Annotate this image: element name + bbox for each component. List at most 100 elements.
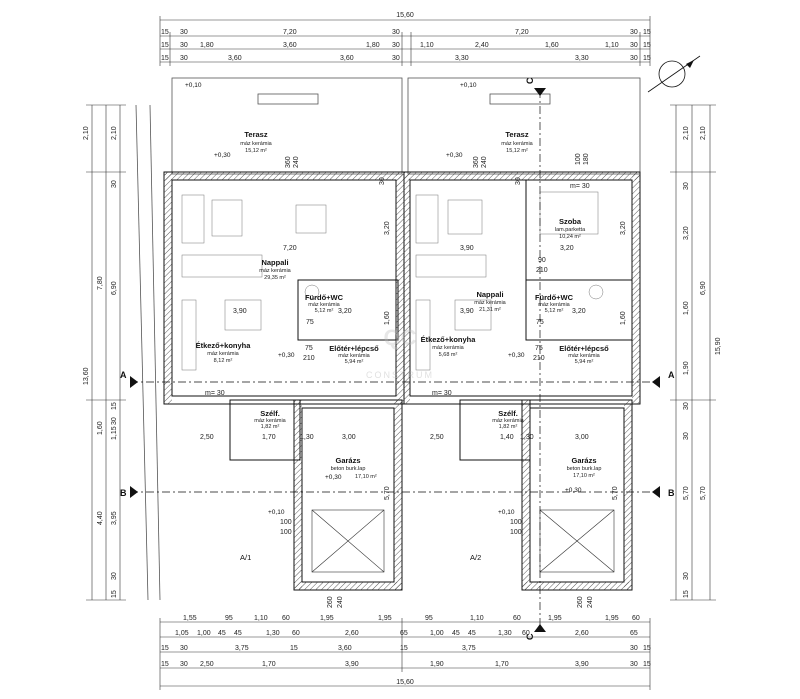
dim: 3,20 <box>620 221 627 235</box>
room-material: máz kerámia <box>492 418 524 424</box>
dim: 45 <box>452 630 460 637</box>
watermark-text: CONSTRUM <box>366 370 434 380</box>
room-name: Garázs <box>571 456 596 465</box>
dim: 30 <box>111 417 118 425</box>
dim: 2,10 <box>111 126 118 140</box>
dim: 15 <box>643 55 651 62</box>
dim: 360 <box>285 156 292 168</box>
room-eloter-left: Előtér+lépcső máz kerámia 5,94 m² <box>329 344 379 365</box>
dim: 15 <box>161 29 169 36</box>
section-c-top: C <box>525 77 535 84</box>
room-material: lam.parketta <box>555 227 586 233</box>
bottom-row4-dims: 15 30 2,50 1,70 3,90 1,90 1,70 3,90 30 1… <box>161 661 651 668</box>
dim: 5,70 <box>683 486 690 500</box>
dim: 30 <box>683 432 690 440</box>
dim: 1,30 <box>520 434 534 441</box>
dim: 30 <box>683 182 690 190</box>
dim: 240 <box>337 596 344 608</box>
dim: 30 <box>515 177 522 185</box>
dim: 6,90 <box>700 281 707 295</box>
dim: 240 <box>293 156 300 168</box>
room-name: Nappali <box>261 258 288 267</box>
dim: 2,10 <box>83 126 90 140</box>
room-name: Étkező+konyha <box>196 341 252 350</box>
dim: 3,60 <box>340 55 354 62</box>
room-area: 15,12 m² <box>245 148 267 154</box>
dim: 3,30 <box>455 55 469 62</box>
dim: 30 <box>392 55 400 62</box>
room-area: 5,94 m² <box>345 359 364 365</box>
room-area: 5,12 m² <box>315 308 334 314</box>
dim: 3,90 <box>345 661 359 668</box>
room-etkezo-right: Étkező+konyha máz kerámia 5,68 m² <box>421 335 477 358</box>
dim: 2,10 <box>700 126 707 140</box>
room-nappali-left: Nappali máz kerámia 29,35 m² <box>259 258 291 281</box>
dim: 260 <box>577 596 584 608</box>
dim: 60 <box>632 615 640 622</box>
room-area: 5,68 m² <box>439 352 458 358</box>
dim: 15 <box>643 661 651 668</box>
dim: 3,20 <box>560 245 574 252</box>
dim: 2,50 <box>200 661 214 668</box>
dim: 100 <box>280 519 292 526</box>
dim: 210 <box>303 355 315 362</box>
room-garazs-left: Garázs beton burk.lap 17,10 m² <box>331 456 377 480</box>
room-material: máz kerámia <box>538 302 570 308</box>
dim: 15 <box>643 42 651 49</box>
room-material: máz kerámia <box>240 141 272 147</box>
room-name: Fürdő+WC <box>535 293 574 302</box>
dim: 1,10 <box>254 615 268 622</box>
room-area: 5,12 m² <box>545 308 564 314</box>
dim: m= 30 <box>570 183 590 190</box>
room-name: Szélf. <box>260 409 280 418</box>
dim: 2,60 <box>575 630 589 637</box>
dim: 7,20 <box>283 245 297 252</box>
room-material: máz kerámia <box>501 141 533 147</box>
dim: 15 <box>643 645 651 652</box>
dim: 1,60 <box>545 42 559 49</box>
dim: 5,70 <box>384 486 391 500</box>
level-marker: +0,30 <box>278 352 295 359</box>
dim: 1,00 <box>197 630 211 637</box>
top-row3-dims: 15 30 1,80 3,60 1,80 30 1,10 2,40 1,60 1… <box>161 42 651 49</box>
room-name: Nappali <box>476 290 503 299</box>
dim: 15 <box>643 29 651 36</box>
section-a-left: A <box>120 370 127 380</box>
dim: 1,90 <box>430 661 444 668</box>
dim: 2,50 <box>430 434 444 441</box>
dim: 1,70 <box>262 434 276 441</box>
room-furdo-left: Fürdő+WC máz kerámia 5,12 m² <box>305 293 344 314</box>
dim: 15 <box>683 590 690 598</box>
room-name: Garázs <box>335 456 360 465</box>
dim: 15 <box>161 42 169 49</box>
dim: 15 <box>161 645 169 652</box>
dim: 1,80 <box>200 42 214 49</box>
dim: 7,80 <box>97 276 104 290</box>
dim: 30 <box>683 572 690 580</box>
dim: 3,90 <box>233 308 247 315</box>
dim: 3,90 <box>460 308 474 315</box>
dim: 3,95 <box>111 511 118 525</box>
dim: 65 <box>400 630 408 637</box>
dim: 1,70 <box>262 661 276 668</box>
room-area: 10,24 m² <box>559 234 581 240</box>
dim: 90 <box>538 257 546 264</box>
room-material: máz kerámia <box>338 353 370 359</box>
room-area: 5,94 m² <box>575 359 594 365</box>
dim: m= 30 <box>205 390 225 397</box>
furniture <box>181 191 604 371</box>
dim: 15,90 <box>715 337 722 355</box>
dim: 45 <box>234 630 242 637</box>
dim: 60 <box>282 615 290 622</box>
bottom-row1-dims: 1,55 95 1,10 60 1,95 1,95 95 1,10 60 1,9… <box>183 615 640 622</box>
room-area: 17,10 m² <box>573 473 595 479</box>
dim: 1,10 <box>605 42 619 49</box>
dim: 3,90 <box>460 245 474 252</box>
bottom-row3-dims: 15 30 3,75 15 3,60 15 3,75 30 15 <box>161 645 651 652</box>
room-area: 8,12 m² <box>214 358 233 364</box>
dim: 3,60 <box>338 645 352 652</box>
right-dimensions <box>670 104 716 601</box>
dim: 3,60 <box>228 55 242 62</box>
dim: 3,75 <box>235 645 249 652</box>
room-area: 29,35 m² <box>264 275 286 281</box>
